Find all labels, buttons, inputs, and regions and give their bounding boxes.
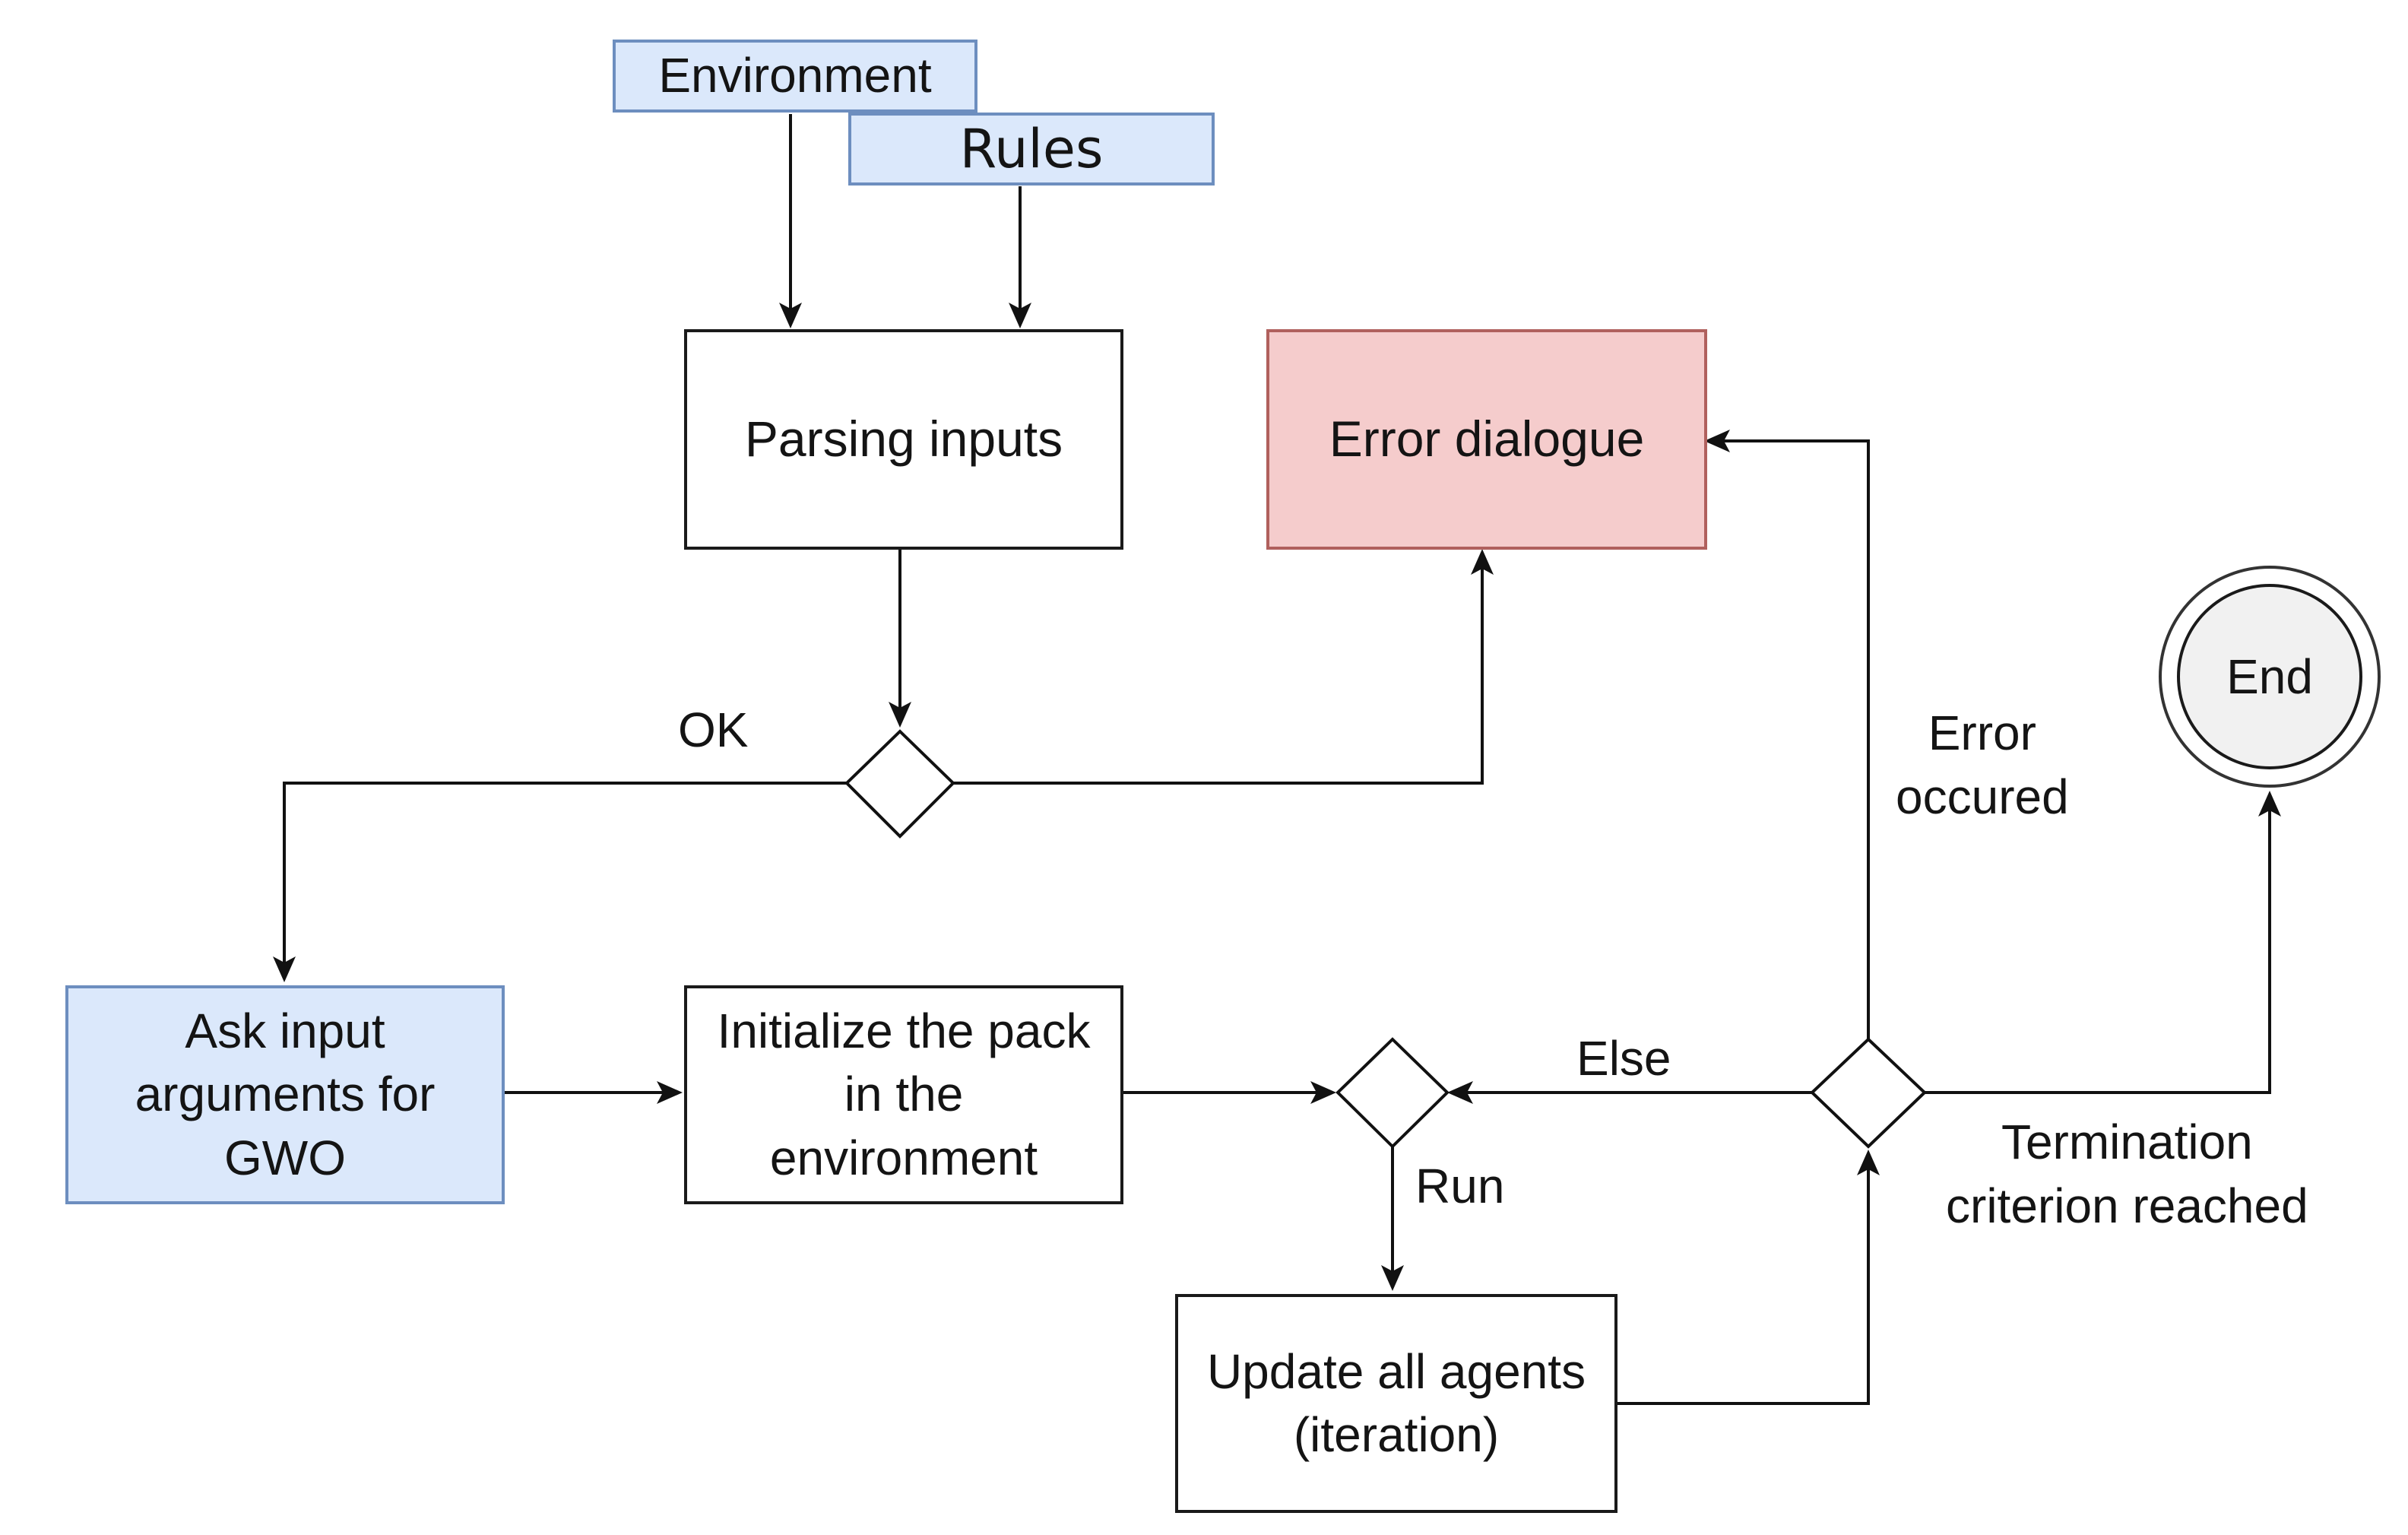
ask-input-line-1: Ask input — [185, 1004, 385, 1059]
arrowhead — [889, 702, 911, 728]
end-label: End — [2226, 649, 2313, 704]
rules-box: Rules — [848, 113, 1215, 186]
termination-label: Termination criterion reached — [1946, 1110, 2308, 1238]
initialize-line-3: environment — [769, 1130, 1038, 1185]
ask-input-box: Ask input arguments for GWO — [65, 985, 505, 1204]
arrowhead — [1471, 549, 1494, 575]
arrowhead — [273, 956, 296, 982]
ask-input-line-2: arguments for — [135, 1067, 436, 1122]
error-dialogue-box: Error dialogue — [1266, 329, 1707, 550]
decision-parse-ok — [844, 729, 955, 839]
error-occured-line-1: Error — [1928, 706, 2036, 760]
arrowhead — [1009, 303, 1031, 328]
arrowhead — [1381, 1265, 1404, 1291]
end-node-inner: End — [2177, 584, 2362, 769]
error-occured-line-2: occured — [1896, 769, 2069, 825]
run-label: Run — [1415, 1159, 1505, 1213]
environment-box: Environment — [613, 40, 977, 113]
parsing-inputs-box: Parsing inputs — [684, 329, 1123, 550]
arrowhead — [1857, 1150, 1880, 1175]
initialize-box: Initialize the pack in the environment — [684, 985, 1123, 1204]
error-occured-label: Error occured — [1896, 701, 2069, 829]
error-dialogue-label: Error dialogue — [1329, 411, 1645, 468]
end-node: End — [2159, 566, 2381, 788]
environment-label: Environment — [658, 48, 932, 103]
update-agents-line-2: (iteration) — [1293, 1407, 1500, 1462]
arrowhead — [1704, 430, 1730, 452]
initialize-line-2: in the — [844, 1067, 964, 1122]
parsing-inputs-label: Parsing inputs — [744, 411, 1063, 468]
update-agents-line-1: Update all agents — [1206, 1343, 1586, 1399]
termination-line-2: criterion reached — [1946, 1178, 2308, 1234]
ask-input-line-3: GWO — [224, 1130, 346, 1185]
edge-ok-to-ask-input — [283, 782, 847, 977]
arrowhead — [657, 1081, 683, 1104]
edge-check-to-end — [1925, 797, 2271, 1094]
arrowhead — [2258, 791, 2281, 817]
rules-label: Rules — [959, 117, 1104, 180]
else-label: Else — [1576, 1031, 1671, 1086]
edge-update-to-check — [1614, 1156, 1870, 1405]
edge-decision-to-error — [953, 555, 1484, 785]
termination-line-1: Termination — [2001, 1115, 2253, 1169]
decision-check — [1810, 1037, 1927, 1149]
arrowhead — [1447, 1081, 1473, 1104]
initialize-line-1: Initialize the pack — [717, 1004, 1091, 1059]
decision-loop — [1335, 1037, 1450, 1149]
arrowhead — [1310, 1081, 1336, 1104]
arrowhead — [779, 303, 802, 328]
ok-label: OK — [678, 702, 749, 757]
update-agents-box: Update all agents (iteration) — [1175, 1294, 1617, 1513]
edge-check-to-error — [1710, 439, 1870, 1039]
